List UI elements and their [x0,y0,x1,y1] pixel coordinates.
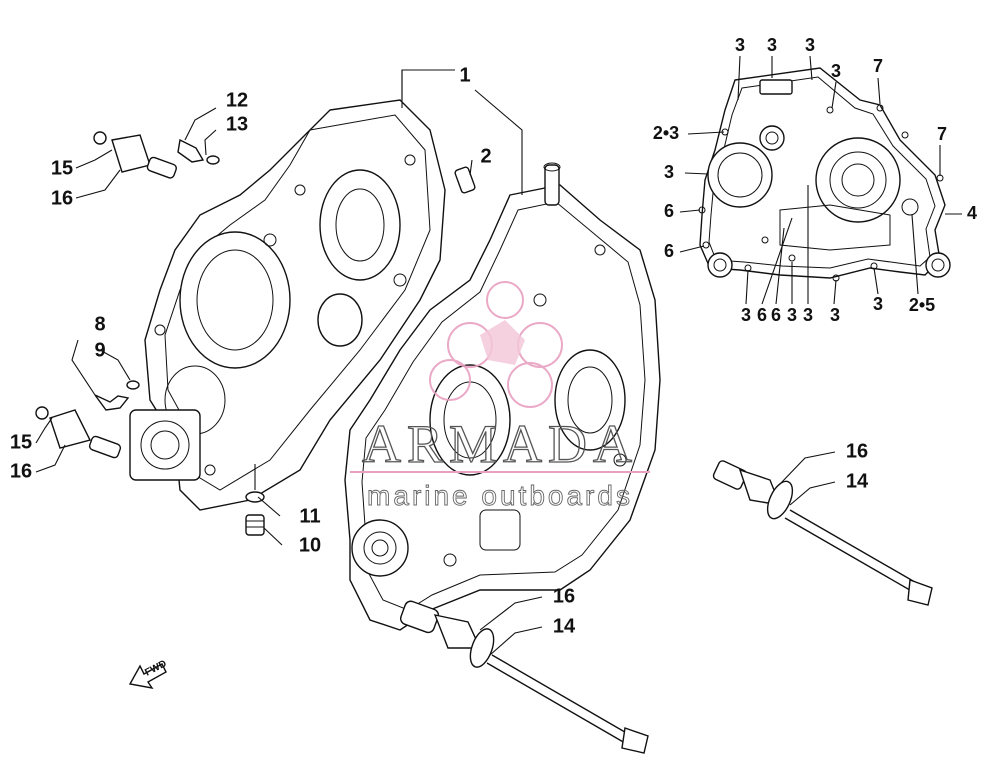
long-bolt-shaft-right [712,460,933,606]
inset-callout-bottom-3: 6 [771,305,781,325]
inset-callout-bottom-4: 3 [787,305,797,325]
callout-12: 12 [226,89,248,111]
inset-callout-right-7: 7 [937,124,947,144]
watermark-tagline: marine outboards [367,480,633,511]
bolt-12-washer-13 [177,138,220,165]
forward-arrow-icon: FWD [128,658,169,689]
inset-callout-bottom-2: 6 [757,305,767,325]
inset-callout-left-3: 3 [664,162,674,182]
flower-mark [429,281,563,408]
callout-15-upper: 15 [51,157,73,179]
callout-9: 9 [94,339,105,361]
inset-callout-left-6b: 6 [664,241,674,261]
callout-14-bottom: 14 [553,615,576,637]
callout-labels: 1 2 12 13 15 16 8 9 15 16 11 10 16 14 16… [10,64,869,637]
inset-callout-top-2: 3 [767,35,777,55]
callout-13: 13 [226,113,248,135]
inset-callout-top-5: 7 [873,56,883,76]
watermark-brand: ARMADA [362,414,638,474]
drain-plug-10-washer-11 [245,491,265,536]
callout-8: 8 [94,313,105,335]
watermark-logo: ARMADA marine outboards [350,281,650,511]
inset-crankcase-view [698,67,951,282]
shaft-gear-lower-left [35,406,122,459]
bolt-8-washer-9 [94,380,140,411]
inset-callout-labels: 3 3 3 3 7 7 4 2•3 3 6 6 3 6 6 3 3 3 3 2•… [653,35,977,325]
callout-11: 11 [299,505,320,527]
inset-callout-bottom-5: 3 [803,305,813,325]
callout-16-bottom: 16 [553,585,575,607]
left-crankcase-half [129,99,446,511]
inset-callout-right-4: 4 [967,203,977,223]
right-crankcase-half [344,162,661,631]
inset-callout-top-3: 3 [805,35,815,55]
callout-16-upper: 16 [51,187,73,209]
inset-callout-left-2-3: 2•3 [653,123,679,143]
callout-16-lower: 16 [10,460,32,482]
shaft-gear-upper-left [93,131,178,179]
long-bolt-shaft-lower [399,600,649,754]
inset-callout-top-1: 3 [735,35,745,55]
leader-lines [35,69,836,656]
callout-16-right: 16 [846,440,868,462]
inset-callout-bottom-8: 2•5 [909,295,935,315]
inset-callout-bottom-1: 3 [741,305,751,325]
callout-10: 10 [299,534,321,556]
callout-14-right: 14 [846,470,869,492]
inset-callout-top-4: 3 [831,61,841,81]
inset-callout-bottom-6: 3 [830,305,840,325]
inset-leader-lines [679,55,962,305]
callout-15-lower: 15 [10,431,32,453]
dowel-pin [454,166,476,194]
inset-callout-bottom-7: 3 [873,294,883,314]
inset-callout-left-6a: 6 [664,201,674,221]
callout-1: 1 [459,64,470,86]
callout-2: 2 [480,145,491,167]
